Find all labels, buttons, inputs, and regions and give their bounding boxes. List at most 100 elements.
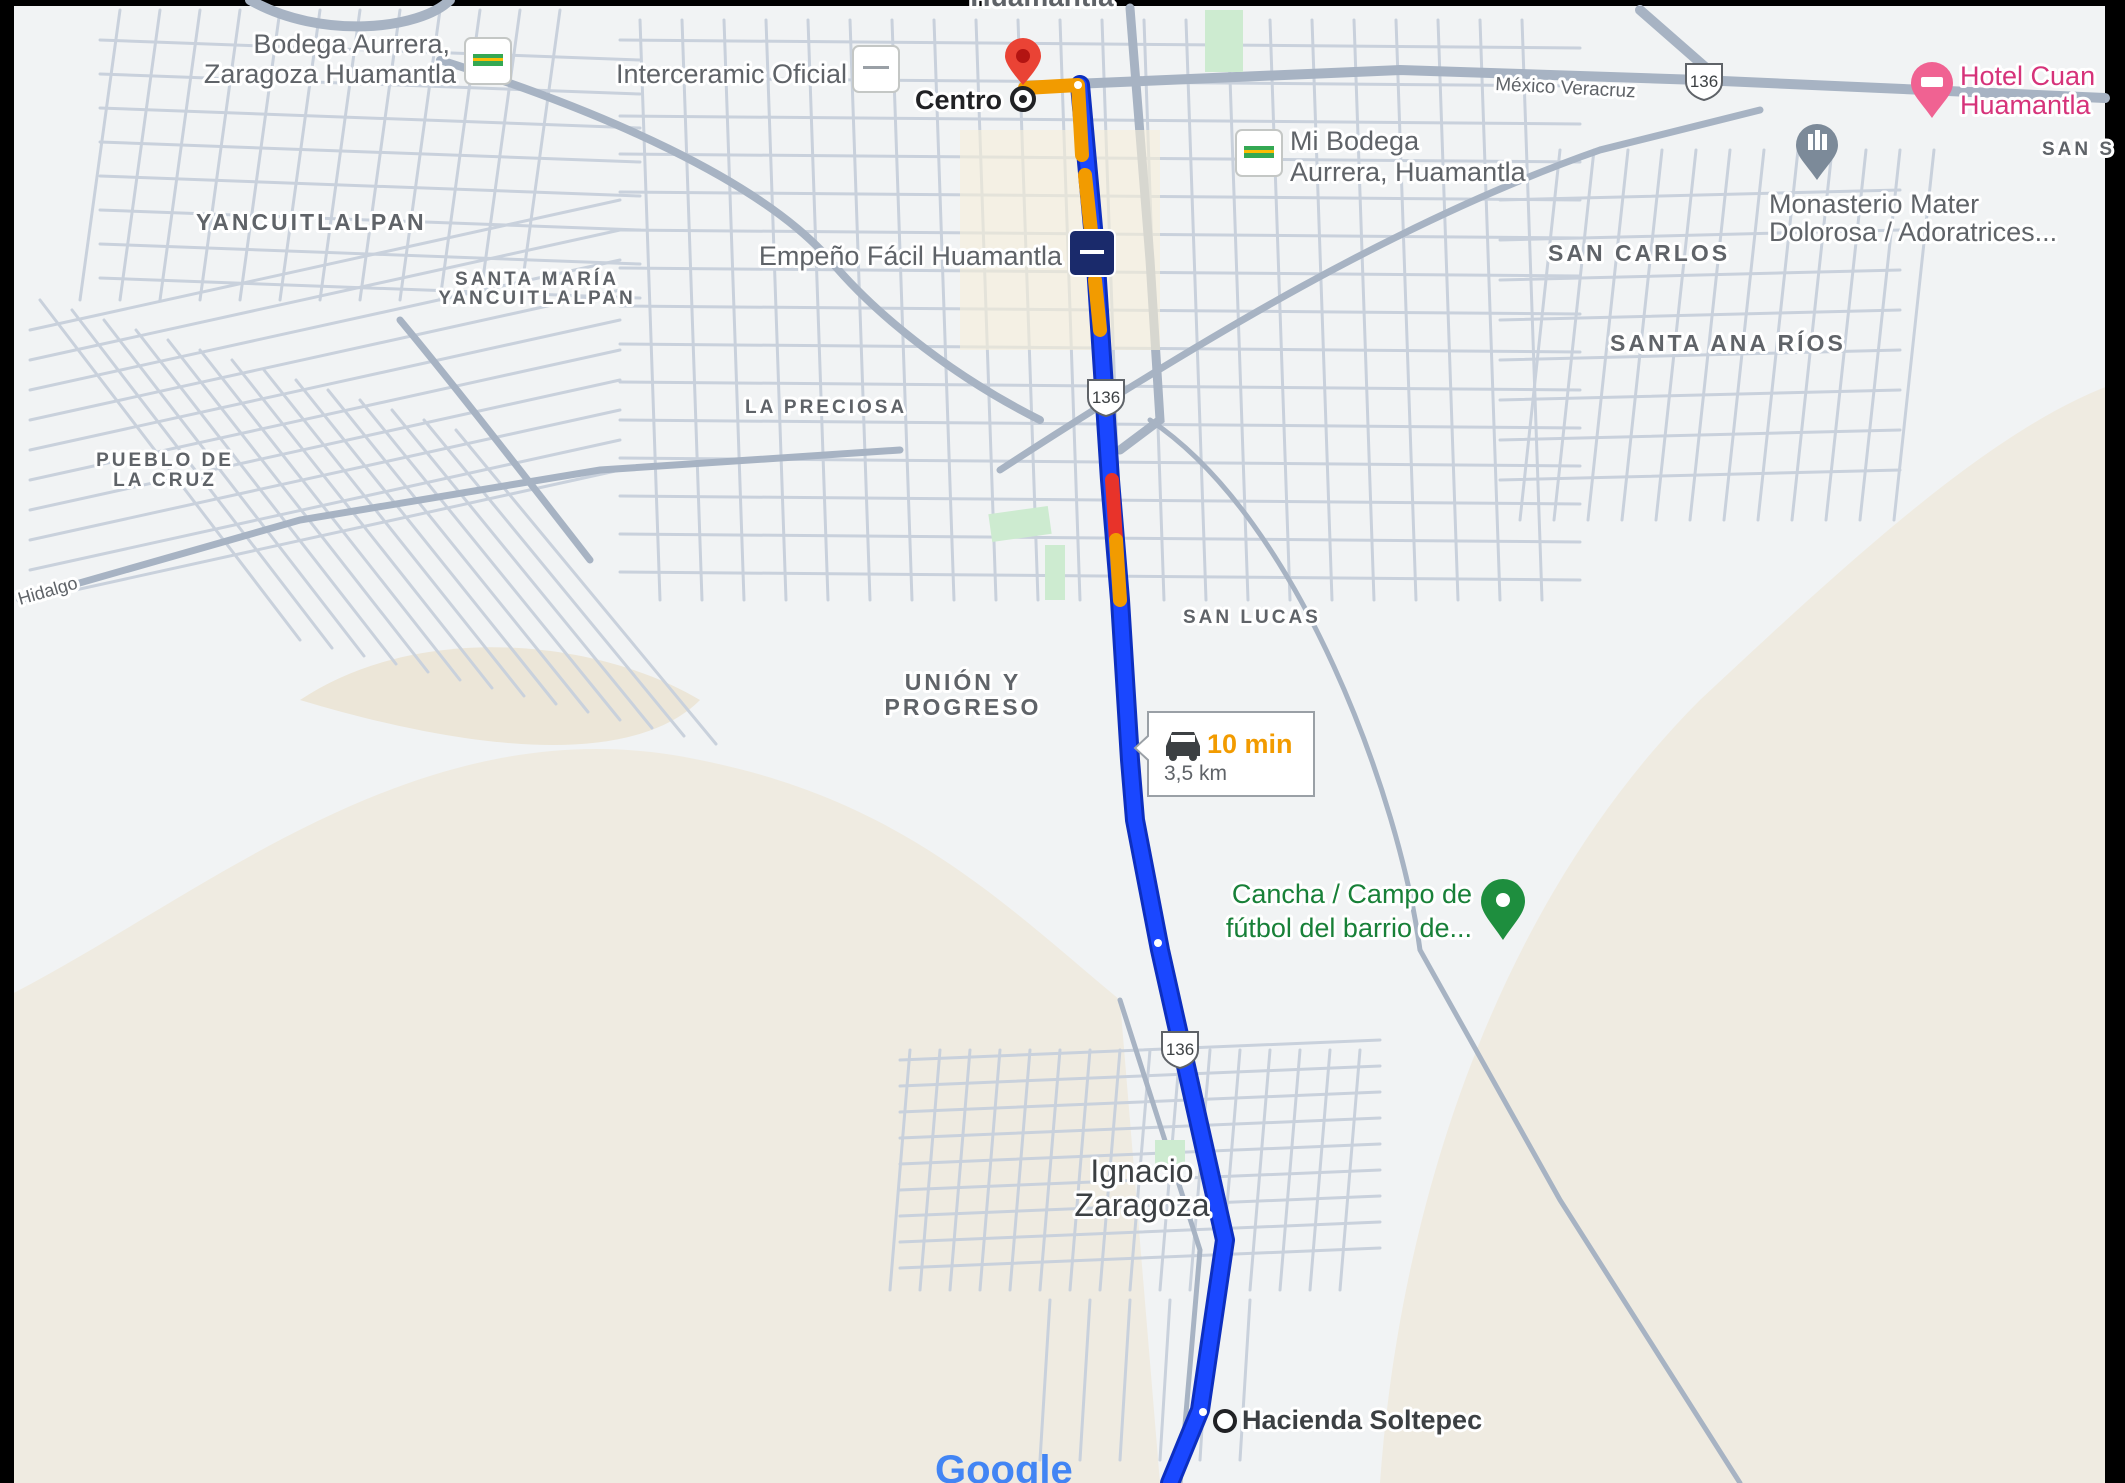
street xyxy=(1620,148,1664,522)
park-pin-icon[interactable] xyxy=(1481,879,1525,940)
svg-text:136: 136 xyxy=(1690,72,1718,91)
street xyxy=(518,8,562,302)
district-san-lucas: SAN LUCAS xyxy=(1183,607,1321,628)
street xyxy=(98,208,642,232)
street xyxy=(28,348,622,482)
street xyxy=(898,1220,1382,1244)
street xyxy=(262,368,526,698)
poi-cancha-label-1[interactable]: Cancha / Campo de xyxy=(1229,876,1475,912)
street xyxy=(618,494,1582,506)
street xyxy=(1038,1048,1062,1292)
poi-empeno-label[interactable]: Empeño Fácil Huamantla xyxy=(756,238,1066,274)
red-pin-icon[interactable] xyxy=(1005,38,1041,85)
route-origin-label[interactable]: Centro xyxy=(912,82,1005,118)
street xyxy=(1068,1048,1092,1292)
route-duration: 10 min xyxy=(1207,729,1293,759)
google-logo: Google xyxy=(935,1448,1073,1483)
svg-text:136: 136 xyxy=(1166,1040,1194,1059)
street xyxy=(898,1194,1382,1218)
poi-interceramic-label[interactable]: Interceramic Oficial xyxy=(613,56,850,92)
street xyxy=(618,570,1582,582)
poi-hotel-label-2[interactable]: Huamantla xyxy=(1957,87,2095,123)
street xyxy=(98,174,642,198)
poi-bodega-label-1[interactable]: Bodega Aurrera, xyxy=(250,26,453,62)
street xyxy=(158,8,202,302)
store-icon[interactable] xyxy=(1235,129,1283,177)
street xyxy=(28,378,622,512)
street xyxy=(1248,1048,1272,1292)
street xyxy=(1790,148,1834,522)
street xyxy=(326,388,590,714)
route-eta-callout[interactable]: 10 min 3,5 km xyxy=(1133,711,1315,797)
church-icon[interactable] xyxy=(1796,124,1838,180)
street xyxy=(118,8,162,302)
street xyxy=(890,18,914,602)
origin-marker[interactable] xyxy=(1010,86,1036,112)
street xyxy=(230,358,494,690)
street xyxy=(1586,148,1630,522)
street xyxy=(948,1048,972,1292)
store-icon[interactable] xyxy=(852,45,900,93)
street xyxy=(1118,1298,1132,1462)
route-distance: 3,5 km xyxy=(1164,762,1227,785)
street xyxy=(454,428,718,746)
street xyxy=(38,298,302,642)
city-huamantla: Huamantla xyxy=(970,0,1114,12)
bank-icon[interactable] xyxy=(1068,229,1116,277)
street xyxy=(898,1116,1382,1140)
street xyxy=(1858,148,1902,522)
poi-mibodega-label-2[interactable]: Aurrera, Huamantla xyxy=(1287,154,1530,190)
street xyxy=(618,114,1582,126)
hotel-icon[interactable] xyxy=(1911,62,1953,118)
street xyxy=(78,8,122,302)
svg-text:136: 136 xyxy=(1092,388,1120,407)
street xyxy=(1498,468,1902,482)
route-shield-136: 136 xyxy=(1685,63,1723,102)
district-la-preciosa: LA PRECIOSA xyxy=(745,397,907,418)
street xyxy=(294,378,558,706)
street xyxy=(1498,308,1902,322)
poi-monasterio-label-1[interactable]: Monasterio Mater xyxy=(1766,186,1982,222)
store-icon[interactable] xyxy=(464,37,512,85)
poi-bodega-label-2[interactable]: Zaragoza Huamantla xyxy=(201,56,460,92)
poi-cancha-label-2[interactable]: fútbol del barrio de... xyxy=(1223,910,1475,946)
street xyxy=(898,1142,1382,1166)
street xyxy=(98,38,642,62)
street xyxy=(1824,148,1868,522)
street xyxy=(390,408,654,730)
district-union-1: UNIÓN Y xyxy=(905,668,1021,695)
street xyxy=(1498,388,1902,402)
poi-mibodega-label-1[interactable]: Mi Bodega xyxy=(1287,123,1423,159)
town-ignacio: Ignacio xyxy=(1090,1153,1193,1189)
route-shield-136: 136 xyxy=(1087,379,1125,418)
street xyxy=(618,38,1582,50)
street xyxy=(98,72,642,96)
street xyxy=(28,318,622,452)
route-destination-label[interactable]: Hacienda Soltepec xyxy=(1239,1402,1485,1438)
district-yancuitlalpan: YANCUITLALPAN xyxy=(196,209,427,235)
street xyxy=(1654,148,1698,522)
street xyxy=(898,1064,1382,1088)
route-shield-136: 136 xyxy=(1161,1031,1199,1070)
street xyxy=(1278,1048,1302,1292)
district-union-2: PROGRESO xyxy=(885,694,1042,720)
district-santa-maria-2: YANCUITLALPAN xyxy=(438,288,635,309)
street xyxy=(1756,148,1800,522)
street xyxy=(1688,148,1732,522)
street xyxy=(1008,1048,1032,1292)
street xyxy=(1552,148,1596,522)
street xyxy=(102,318,366,658)
street xyxy=(98,276,642,300)
destination-marker[interactable] xyxy=(1213,1409,1237,1433)
poi-monasterio-label-2[interactable]: Dolorosa / Adoratrices... xyxy=(1766,214,2060,250)
street xyxy=(1158,1298,1172,1462)
street xyxy=(70,308,334,650)
street xyxy=(898,1090,1382,1114)
street xyxy=(358,8,402,302)
poi-hotel-label-1[interactable]: Hotel Cuan xyxy=(1957,58,2098,94)
car-icon xyxy=(1166,732,1200,761)
street xyxy=(166,338,430,674)
street xyxy=(1098,1048,1122,1292)
street xyxy=(28,468,622,602)
